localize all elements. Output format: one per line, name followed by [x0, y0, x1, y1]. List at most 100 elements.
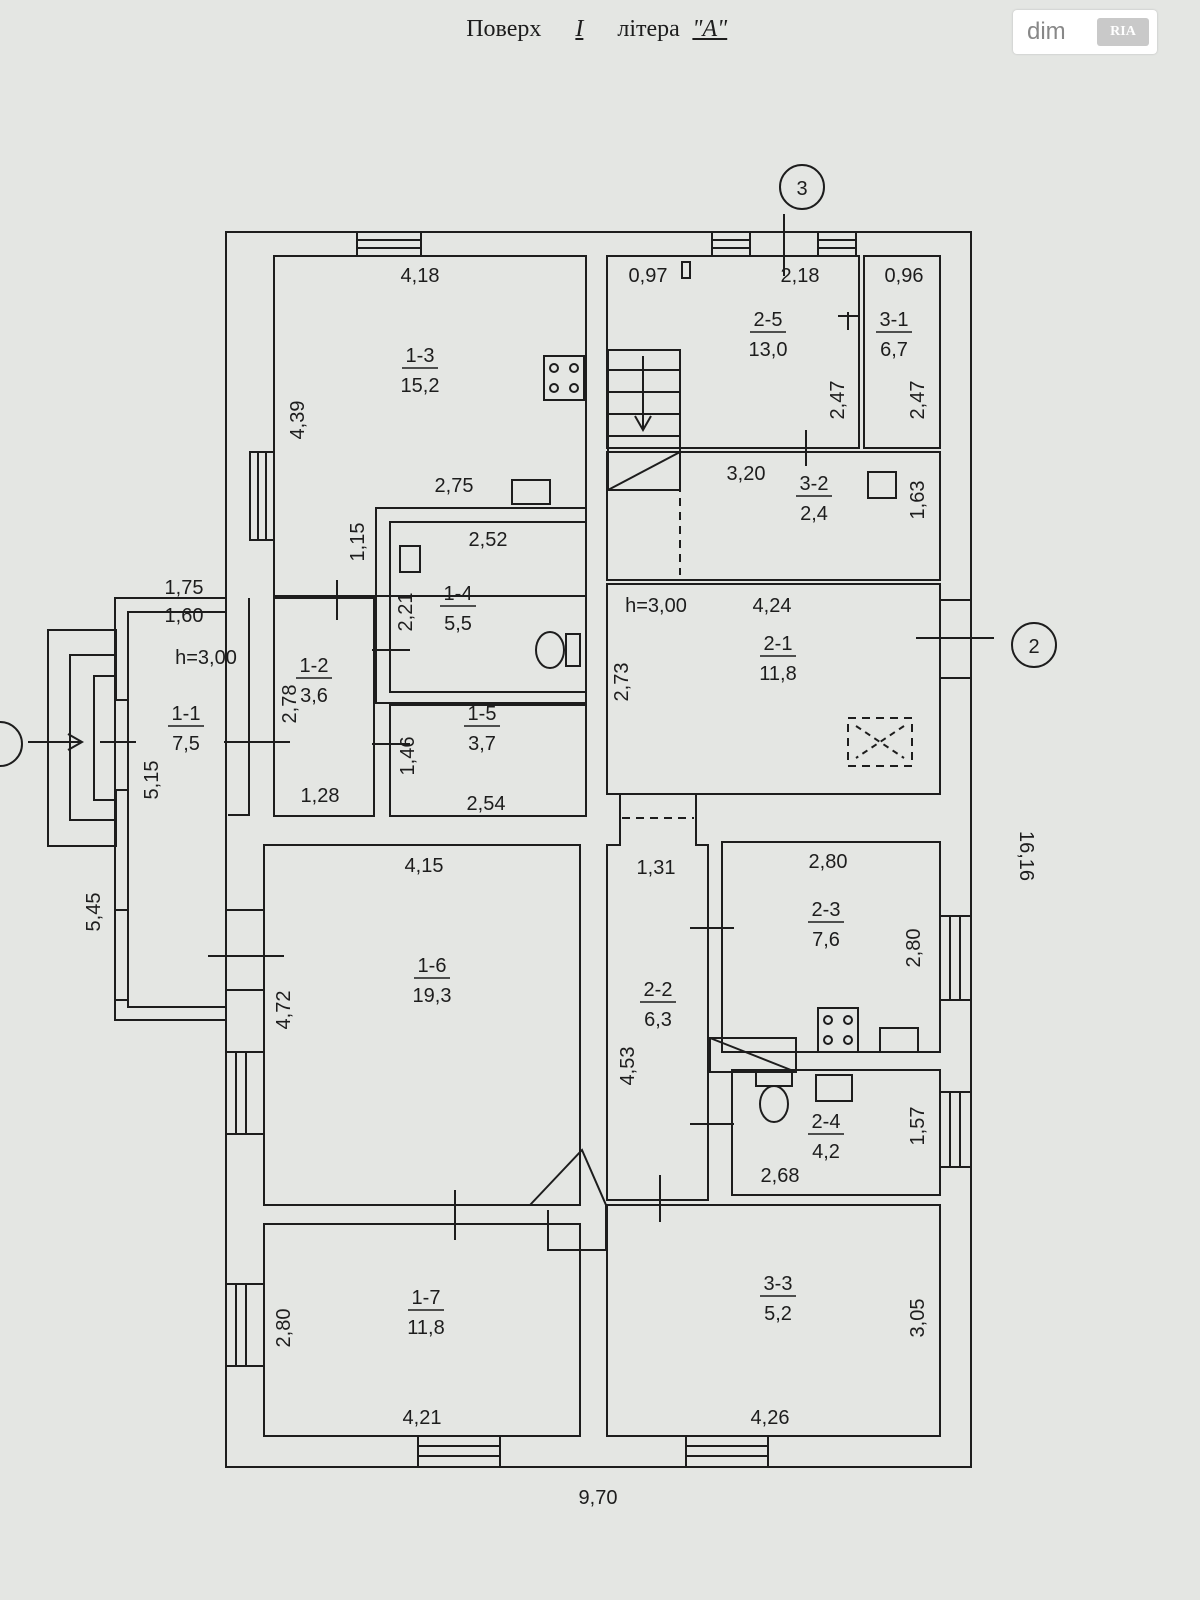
dimension-label: 1,46	[397, 737, 419, 776]
room-3-3-outline	[606, 451, 941, 581]
dimension-label: 2,80	[273, 1309, 295, 1348]
room-area: 3,6	[300, 685, 328, 707]
room-1-6-outline	[263, 844, 581, 1206]
room-number: 1-1	[172, 703, 201, 725]
room-area: 13,0	[749, 339, 788, 361]
dimension-label: 2,75	[435, 475, 474, 497]
outer-wall-inner	[228, 598, 250, 816]
dimension-label: 0,96	[885, 265, 924, 287]
room-area: 5,2	[764, 1303, 792, 1325]
room-2-1-outline	[606, 583, 941, 795]
fixtures	[399, 261, 919, 1123]
overall-width-dimension: 9,70	[579, 1487, 618, 1509]
dimension-label: 1,63	[907, 481, 929, 520]
annex-length-dimension: 5,45	[83, 893, 105, 932]
room-number: 2-3	[812, 899, 841, 921]
dimension-label: 2,80	[903, 929, 925, 968]
dimension-label: 4,24	[753, 595, 792, 617]
room-number: 3-2	[800, 473, 829, 495]
dimension-label: 4,15	[405, 855, 444, 877]
room-number: 3-3	[764, 1273, 793, 1295]
dimension-label: 5,15	[141, 761, 163, 800]
room-area: 4,2	[812, 1141, 840, 1163]
dimension-label: 4,39	[287, 401, 309, 440]
dimension-label: 4,53	[617, 1047, 639, 1086]
dimension-label: 2,78	[279, 685, 301, 724]
room-area: 19,3	[413, 985, 452, 1007]
room-1-3-outline	[273, 255, 587, 597]
room-area: 3,7	[468, 733, 496, 755]
dimension-label: 1,60	[165, 605, 204, 627]
dimension-label: 3,05	[907, 1299, 929, 1338]
room-area: 15,2	[401, 375, 440, 397]
room-number: 1-3	[406, 345, 435, 367]
stair	[607, 349, 681, 491]
dimension-label: 3,20	[727, 463, 766, 485]
room-number: 3-1	[880, 309, 909, 331]
room-number: 2-2	[644, 979, 673, 1001]
axis-marker-3	[779, 164, 825, 210]
letter-value: "A"	[692, 16, 728, 42]
porch-step	[93, 675, 117, 801]
dimension-label: 4,72	[273, 991, 295, 1030]
room-area: 7,6	[812, 929, 840, 951]
dimension-label: 1,57	[907, 1107, 929, 1146]
dimension-label: 2,47	[907, 381, 929, 420]
dimension-label: 2,68	[761, 1165, 800, 1187]
room-number: 1-4	[444, 583, 473, 605]
room-area: 11,8	[759, 663, 796, 685]
window-marks	[114, 231, 972, 1468]
room-1-4-inner	[389, 521, 587, 693]
room-number: 1-2	[300, 655, 329, 677]
room-number: 2-5	[754, 309, 783, 331]
dimension-label: 1,28	[301, 785, 340, 807]
logo-badge: RIA	[1097, 18, 1149, 46]
room-number: 2-1	[764, 633, 793, 655]
door-marks	[100, 214, 994, 1240]
room-area: 6,3	[644, 1009, 672, 1031]
floor-prefix: Поверх	[466, 16, 542, 42]
porch-step	[47, 629, 117, 847]
axis-label-2: 2	[1028, 636, 1039, 658]
room-1-2-outline	[273, 597, 375, 817]
dimension-label: 2,52	[469, 529, 508, 551]
outer-wall	[225, 231, 972, 1468]
overall-length-dimension: 16,16	[1015, 831, 1037, 881]
dimension-label: 1,75	[165, 577, 204, 599]
dimension-label: h=3,00	[625, 595, 687, 617]
room-1-5-outline	[389, 704, 587, 817]
room-area: 6,7	[880, 339, 908, 361]
room-area: 7,5	[172, 733, 200, 755]
dimension-label: h=3,00	[175, 647, 237, 669]
axis-label-3: 3	[796, 178, 807, 200]
letter-label: літера	[617, 16, 680, 42]
room-3-2-outline	[863, 255, 941, 449]
room-area: 2,4	[800, 503, 828, 525]
room-area: 11,8	[407, 1317, 444, 1339]
room-number: 1-6	[418, 955, 447, 977]
room-number: 1-7	[412, 1287, 441, 1309]
room-2-5-outline	[606, 1204, 941, 1437]
dimension-label: 2,18	[781, 265, 820, 287]
axis-marker-2	[1011, 622, 1057, 668]
dimension-label: 4,18	[401, 265, 440, 287]
annex-wall-inner	[127, 611, 226, 1008]
dimension-label: 1,31	[637, 857, 676, 879]
dimension-label: 4,21	[403, 1407, 442, 1429]
dimension-label: 2,21	[395, 593, 417, 632]
floor-number: I	[575, 16, 584, 42]
room-area: 5,5	[444, 613, 472, 635]
dimension-label: 2,54	[467, 793, 506, 815]
room-number: 1-5	[468, 703, 497, 725]
dim-ria-logo: dim RIA	[1013, 10, 1157, 54]
chimney	[529, 1148, 607, 1251]
axis-marker-1	[0, 721, 23, 767]
dimension-label: 1,15	[347, 523, 369, 562]
dimension-label: 2,80	[809, 851, 848, 873]
floor-header: Поверх I літера "A"	[0, 16, 1200, 43]
dimension-label: 2,47	[827, 381, 849, 420]
logo-text: dim	[1027, 18, 1066, 45]
dimension-label: 0,97	[629, 265, 668, 287]
room-2-2-outline	[606, 794, 709, 1201]
